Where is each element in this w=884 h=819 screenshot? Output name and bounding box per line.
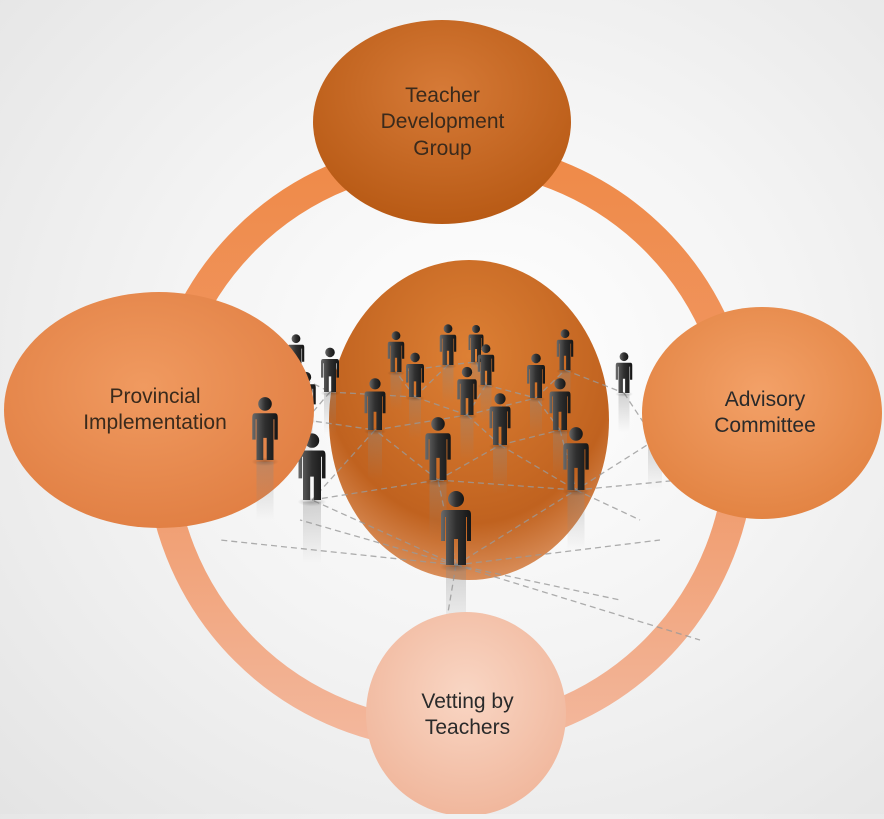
network-link <box>299 519 457 566</box>
network-link <box>374 429 439 481</box>
person-figure <box>615 352 633 432</box>
network-link <box>437 479 577 491</box>
person-figure <box>297 433 327 563</box>
person-figure <box>488 393 512 494</box>
person-figure <box>439 324 457 404</box>
network-link <box>437 444 501 481</box>
person-figure <box>477 344 495 424</box>
person-figure <box>251 397 279 520</box>
network-link <box>311 479 439 501</box>
network-link <box>455 489 577 566</box>
network-link <box>499 444 577 491</box>
node-left-shape <box>4 292 314 528</box>
person-figure <box>320 347 340 434</box>
person-figure <box>526 353 546 440</box>
person-figure <box>456 366 478 461</box>
network-link <box>575 489 641 521</box>
people-network <box>219 324 701 661</box>
network-link <box>305 419 376 431</box>
network-link <box>455 564 701 641</box>
network-link <box>575 479 681 491</box>
network-link <box>455 564 621 601</box>
network-link <box>564 369 625 394</box>
network-link <box>466 414 501 446</box>
network-link <box>414 396 468 416</box>
person-figure <box>405 352 425 439</box>
network-link <box>311 499 457 566</box>
node-top-shape <box>313 20 571 224</box>
network-link <box>414 364 449 398</box>
person-figure <box>562 427 590 550</box>
network-link <box>311 429 376 501</box>
node-right-shape <box>642 307 882 519</box>
network-link <box>374 414 468 431</box>
person-figure <box>387 331 405 411</box>
network-link <box>575 439 656 491</box>
person-figure <box>363 378 387 479</box>
network-link <box>485 384 537 399</box>
front-people <box>251 397 279 520</box>
network-link <box>455 539 661 566</box>
node-bottom-shape <box>366 612 566 816</box>
